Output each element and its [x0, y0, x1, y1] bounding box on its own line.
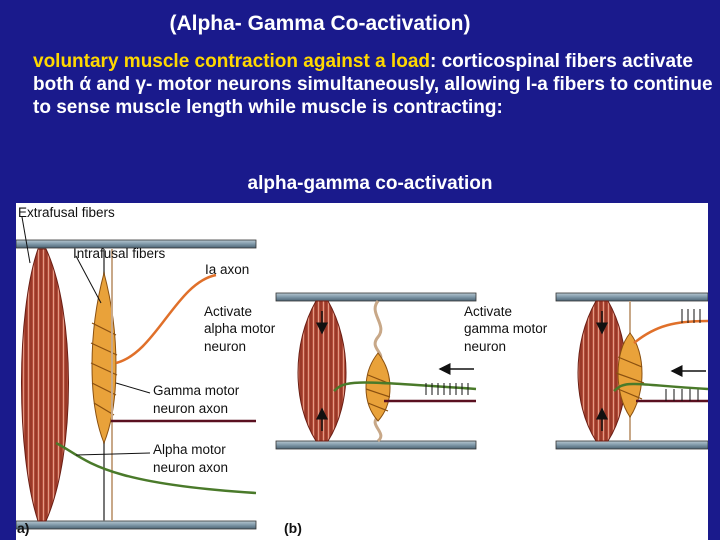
label-activate-gamma-line3: neuron — [464, 339, 506, 354]
label-activate-alpha-line1: Activate — [204, 304, 252, 319]
panel-a-top-plate — [16, 239, 257, 249]
panel-a-alpha-axon — [55, 441, 257, 495]
panel-b-top-plate — [275, 292, 477, 302]
panel-a-extrafusal-muscle — [21, 248, 69, 522]
label-ia-axon: Ia axon — [205, 262, 249, 277]
panel-c-alpha-axon — [613, 382, 708, 392]
label-alpha-axon-line1: Alpha motor — [153, 442, 226, 457]
coactivation-diagram: Extrafusal fibers Intrafusal fibers Ia a… — [16, 205, 708, 536]
panel-b-bottom-plate — [275, 440, 477, 450]
label-extrafusal-fibers: Extrafusal fibers — [18, 205, 115, 220]
intro-highlight: voluntary muscle contraction against a l… — [33, 51, 430, 72]
intro-paragraph: voluntary muscle contraction against a l… — [33, 50, 713, 119]
panel-label-b: (b) — [284, 520, 302, 536]
label-gamma-axon-line1: Gamma motor — [153, 383, 240, 398]
panel-b-alpha-axon — [333, 381, 477, 392]
panel-label-a: a) — [17, 520, 29, 536]
label-activate-alpha-line3: neuron — [204, 339, 246, 354]
figure-caption: alpha-gamma co-activation — [247, 173, 493, 194]
panel-a-ia-axon — [115, 273, 217, 365]
panel-c-extrafusal-muscle — [577, 300, 627, 442]
panel-c-bottom-plate — [555, 440, 708, 450]
panel-a-bottom-plate — [16, 520, 257, 530]
diagram-panel: Extrafusal fibers Intrafusal fibers Ia a… — [16, 203, 708, 540]
label-activate-gamma-line1: Activate — [464, 304, 512, 319]
label-intrafusal-fibers: Intrafusal fibers — [73, 246, 166, 261]
label-activate-alpha-line2: alpha motor — [204, 321, 276, 336]
panel-c-ia-axon — [633, 319, 708, 344]
slide-title: (Alpha- Gamma Co-activation) — [169, 12, 471, 35]
panel-c-top-plate — [555, 292, 708, 302]
label-alpha-axon-line2: neuron axon — [153, 460, 228, 475]
label-gamma-axon-line2: neuron axon — [153, 401, 228, 416]
label-activate-gamma-line2: gamma motor — [464, 321, 548, 336]
panel-b-extrafusal-muscle — [297, 300, 347, 442]
panel-a-muscle-spindle — [91, 271, 117, 445]
intro-rest: : corticospinal fibers activate both ά a… — [33, 51, 713, 118]
